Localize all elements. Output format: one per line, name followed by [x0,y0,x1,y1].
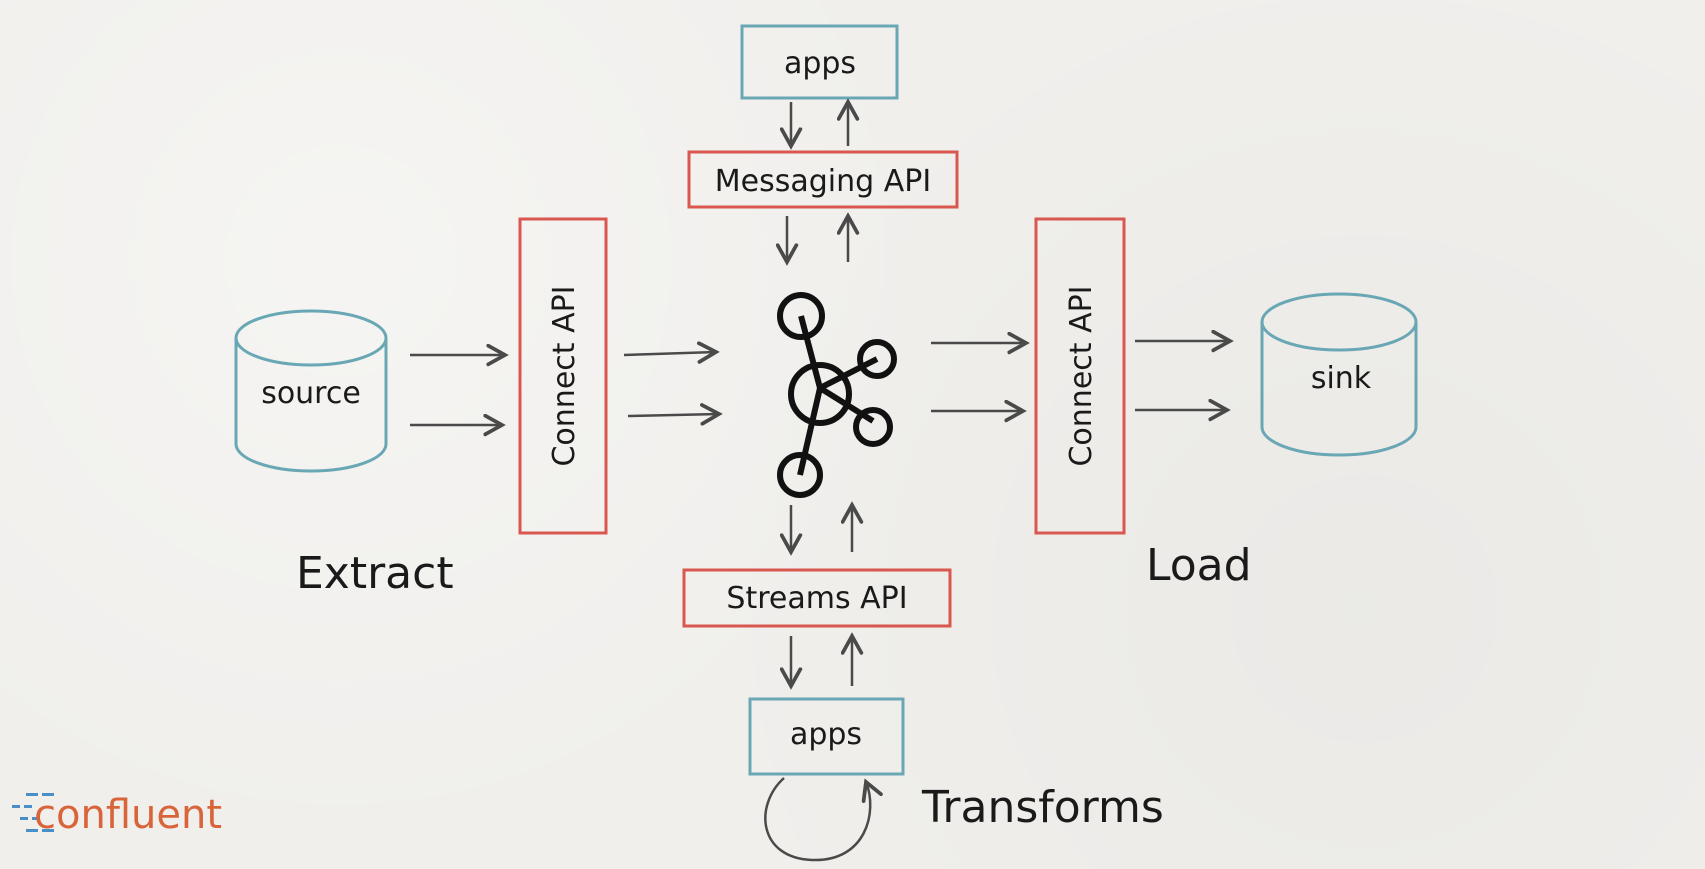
apps-bottom-label: apps [790,717,862,752]
messaging-api-label: Messaging API [715,164,931,199]
source-label: source [261,376,361,411]
arrow-connect-to-hub-1 [623,352,716,355]
connect-api-left-node: Connect API [518,217,608,535]
confluent-logo-mark-icon [12,793,54,832]
transform-loop-arrow [764,777,870,862]
messaging-api-box [687,150,959,209]
messaging-api-node: Messaging API [687,150,959,209]
hub-node-bottom [777,452,823,498]
streams-api-label: Streams API [726,581,907,616]
connect-api-left-label: Connect API [547,285,582,466]
apps-bottom-box [748,697,905,776]
connect-api-right-box [1034,217,1126,535]
arrow-connect-to-hub-2 [627,414,719,416]
hub-node-upper-right [857,339,897,379]
sink-cylinder: sink [1260,292,1418,457]
hub-node-lower-right [853,407,893,447]
hub-node-top [777,292,825,340]
connect-api-right-label: Connect API [1064,285,1099,466]
streams-api-box [682,568,952,628]
apps-bottom-node: apps [748,697,905,776]
transforms-label: Transforms [921,782,1164,833]
connect-api-left-box [518,217,608,535]
load-label: Load [1146,540,1252,591]
apps-top-label: apps [784,46,856,81]
hub-node-center [788,362,852,426]
kafka-hub-icon [777,292,897,498]
connect-api-right-node: Connect API [1034,217,1126,535]
apps-top-box [740,24,899,100]
confluent-logo-text: confluent [34,792,222,838]
apps-top-node: apps [740,24,899,100]
extract-label: Extract [296,548,454,599]
source-cylinder: source [234,309,388,473]
confluent-logo: confluent [12,792,222,838]
streams-api-node: Streams API [682,568,952,628]
sink-label: sink [1311,361,1372,396]
